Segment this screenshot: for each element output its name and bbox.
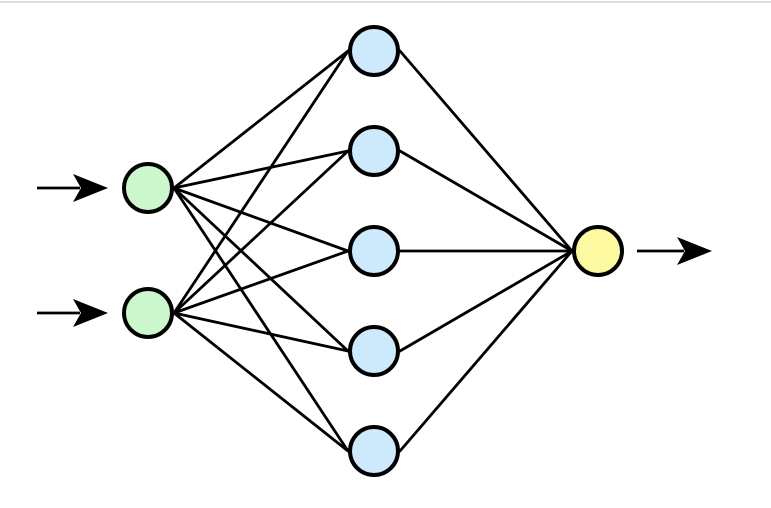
edge-input-2-hidden-3	[172, 249, 350, 315]
node-input-1	[122, 162, 174, 214]
edge-input-1-hidden-3	[172, 186, 350, 253]
node-hidden-3	[348, 225, 400, 277]
output-arrow-head	[677, 237, 712, 265]
node-input-2	[122, 287, 174, 339]
edge-input-2-hidden-2	[172, 149, 350, 315]
input-arrow-2-head	[73, 299, 108, 327]
edge-input-2-hidden-5	[172, 311, 350, 453]
edge-hidden-4-output-1	[398, 249, 574, 353]
edge-input-1-hidden-4	[172, 186, 350, 353]
edge-input-1-hidden-5	[172, 186, 350, 453]
node-hidden-5	[348, 425, 400, 477]
node-output-1	[572, 225, 624, 277]
edge-input-1-hidden-2	[172, 149, 350, 190]
node-hidden-2	[348, 125, 400, 177]
edge-input-2-hidden-1	[172, 49, 350, 315]
input-arrow-1-head	[73, 174, 108, 202]
edge-hidden-1-output-1	[398, 49, 574, 253]
edge-hidden-2-output-1	[398, 149, 574, 253]
edge-input-2-hidden-4	[172, 311, 350, 353]
node-hidden-4	[348, 325, 400, 377]
edge-hidden-5-output-1	[398, 249, 574, 453]
window-top-border	[0, 1, 771, 3]
node-hidden-1	[348, 25, 400, 77]
edge-input-1-hidden-1	[172, 49, 350, 190]
